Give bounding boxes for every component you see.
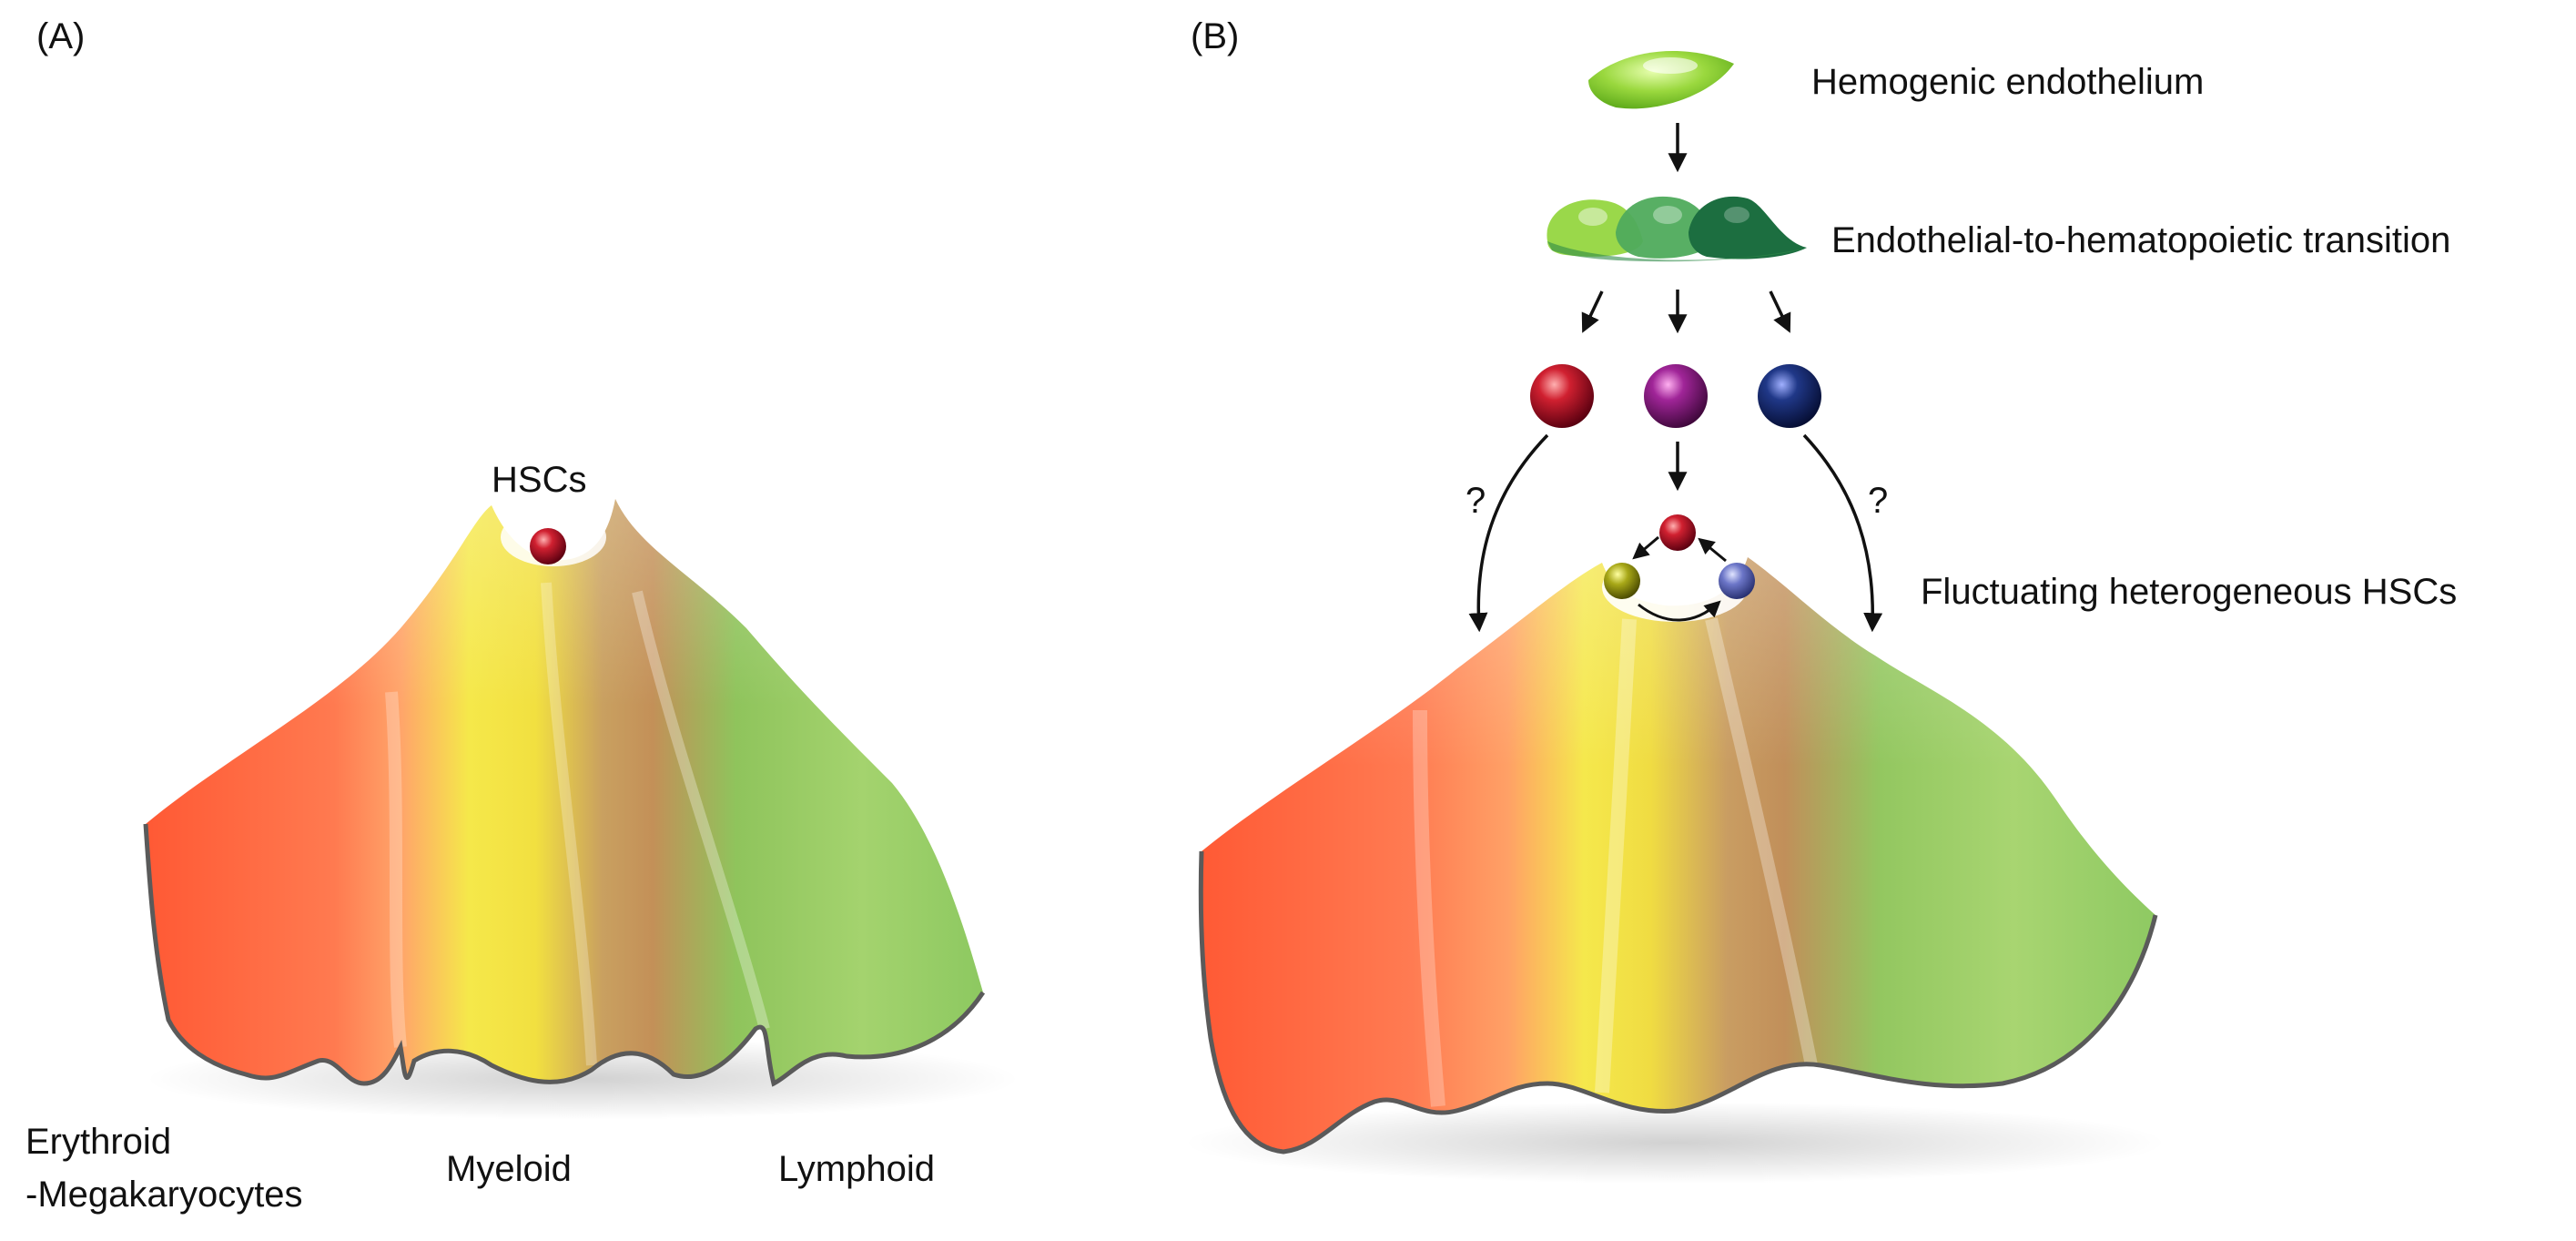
landscape-a-ridge-1	[385, 691, 407, 1048]
hsc-label-a: HSCs	[492, 460, 587, 500]
cycle-arrow-lavender-to-red	[1698, 537, 1727, 563]
arrow-eht-to-red	[1581, 290, 1604, 333]
fluctuating-hsc-lavender	[1719, 563, 1755, 599]
fluctuating-hscs-label: Fluctuating heterogeneous HSCs	[1921, 572, 2458, 612]
landscape-a-highlight	[146, 499, 983, 1093]
panel-a-label: (A)	[36, 16, 86, 56]
landscape-a-ridge-3	[632, 590, 770, 1031]
panel-b	[1183, 51, 2166, 1184]
landscape-a-outline	[143, 823, 986, 1087]
landscape-b-outline	[1198, 850, 2158, 1155]
curved-arrow-navy-to-landscape	[1802, 433, 1883, 633]
erythroid-label-line1: Erythroid	[25, 1122, 172, 1162]
landscape-b-ridge-1	[1413, 709, 1445, 1107]
cycle-arrow-olive-to-lavender	[1638, 600, 1721, 622]
hemogenic-endothelium-cell	[1588, 51, 1734, 109]
question-mark-left: ?	[1465, 481, 1486, 521]
panel-b-label: (B)	[1191, 16, 1240, 56]
eht-label: Endothelial-to-hematopoietic transition	[1831, 220, 2451, 260]
precursor-cell-navy	[1758, 364, 1821, 428]
fluctuating-hsc-olive	[1604, 563, 1640, 599]
panel-a	[143, 499, 1019, 1120]
erythroid-label-line2: -Megakaryocytes	[25, 1175, 303, 1215]
landscape-a-ridge-2	[541, 582, 597, 1066]
curved-arrow-red-to-landscape	[1468, 433, 1549, 633]
precursor-cell-purple	[1644, 364, 1708, 428]
landscape-b-ridge-3	[1705, 617, 1818, 1067]
myeloid-label: Myeloid	[446, 1149, 572, 1189]
precursor-cell-red	[1530, 364, 1594, 428]
lymphoid-label: Lymphoid	[778, 1149, 935, 1189]
landscape-b-ridge-2	[1595, 618, 1637, 1094]
question-mark-right: ?	[1868, 481, 1889, 521]
hemogenic-endothelium-highlight	[1643, 57, 1698, 74]
hemogenic-endothelium-label: Hemogenic endothelium	[1811, 62, 2205, 102]
eht-cluster	[1547, 196, 1807, 262]
landscape-b-highlight	[1202, 557, 2155, 1156]
fluctuating-hsc-red	[1659, 514, 1696, 551]
hsc-cell-a	[530, 528, 566, 565]
arrow-eht-to-navy	[1769, 290, 1791, 333]
cycle-arrow-red-to-olive	[1632, 535, 1659, 560]
